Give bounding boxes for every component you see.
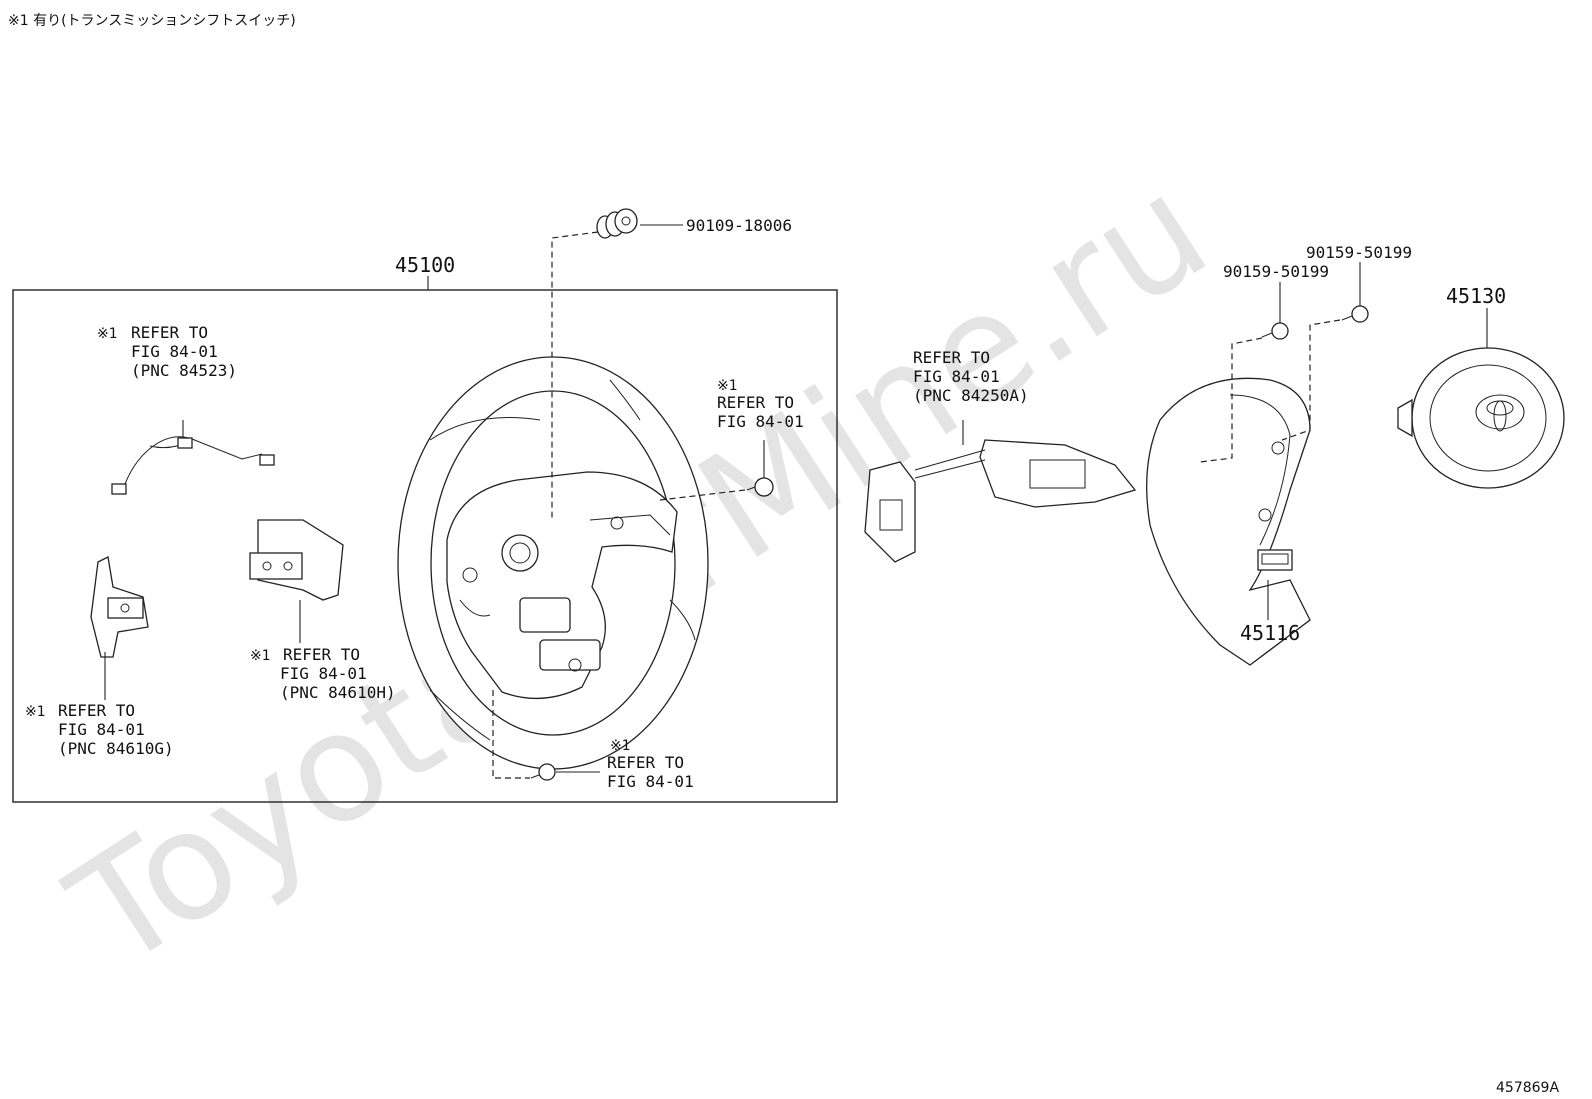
paddle-shift-right[interactable] bbox=[249, 519, 344, 601]
callout-harness-mark: ※1 bbox=[97, 326, 118, 342]
callout-screw-bottom-line1: REFER TO bbox=[607, 753, 684, 772]
callout-paddle-left-line2: FIG 84-01 bbox=[58, 720, 145, 739]
callout-paddle-left-line1: REFER TO bbox=[58, 701, 135, 720]
callout-switch-line1: REFER TO bbox=[913, 348, 990, 367]
callout-switch-line2: FIG 84-01 bbox=[913, 367, 1000, 386]
callout-switch-line3: (PNC 84250A) bbox=[913, 386, 1029, 405]
steering-wheel[interactable] bbox=[397, 356, 709, 770]
part-number-45116[interactable]: 45116 bbox=[1240, 621, 1300, 645]
figure-code: 457869A bbox=[1496, 1080, 1559, 1096]
callout-paddle-left-mark: ※1 bbox=[25, 704, 46, 720]
callout-harness-line2: FIG 84-01 bbox=[131, 342, 218, 361]
nut[interactable] bbox=[596, 208, 638, 239]
part-number-90159-50199-upper[interactable]: 90159-50199 bbox=[1306, 243, 1412, 262]
steering-pad[interactable] bbox=[1397, 347, 1565, 489]
paddle-shift-left[interactable] bbox=[90, 556, 149, 658]
callout-screw-right-line2: FIG 84-01 bbox=[717, 412, 804, 431]
callout-paddle-right-line3: (PNC 84610H) bbox=[280, 683, 396, 702]
part-number-45100[interactable]: 45100 bbox=[395, 253, 455, 277]
lower-cover[interactable] bbox=[1146, 377, 1311, 666]
wire-harness[interactable] bbox=[111, 436, 275, 495]
part-number-45130[interactable]: 45130 bbox=[1446, 284, 1506, 308]
assembly-frame bbox=[12, 289, 838, 803]
callout-screw-right-line1: REFER TO bbox=[717, 393, 794, 412]
callout-paddle-right-line2: FIG 84-01 bbox=[280, 664, 367, 683]
part-number-90159-50199-lower[interactable]: 90159-50199 bbox=[1223, 262, 1329, 281]
steering-switch-assy[interactable] bbox=[864, 439, 1137, 563]
callout-screw-bottom-line2: FIG 84-01 bbox=[607, 772, 694, 791]
screw-lower[interactable] bbox=[1261, 322, 1289, 340]
callout-screw-bottom-mark: ※1 bbox=[610, 738, 631, 754]
callout-paddle-right-mark: ※1 bbox=[250, 648, 271, 664]
callout-harness-line1: REFER TO bbox=[131, 323, 208, 342]
part-number-90109-18006[interactable]: 90109-18006 bbox=[686, 216, 792, 235]
callout-paddle-right-line1: REFER TO bbox=[283, 645, 360, 664]
screw-upper[interactable] bbox=[1341, 305, 1369, 323]
header-note: ※1 有り(トランスミッションシフトスイッチ) bbox=[8, 13, 296, 29]
callout-paddle-left-line3: (PNC 84610G) bbox=[58, 739, 174, 758]
callout-harness-line3: (PNC 84523) bbox=[131, 361, 237, 380]
callout-screw-right-mark: ※1 bbox=[717, 378, 738, 394]
toyota-emblem-icon bbox=[1475, 394, 1525, 432]
screw-bottom[interactable] bbox=[530, 763, 556, 781]
